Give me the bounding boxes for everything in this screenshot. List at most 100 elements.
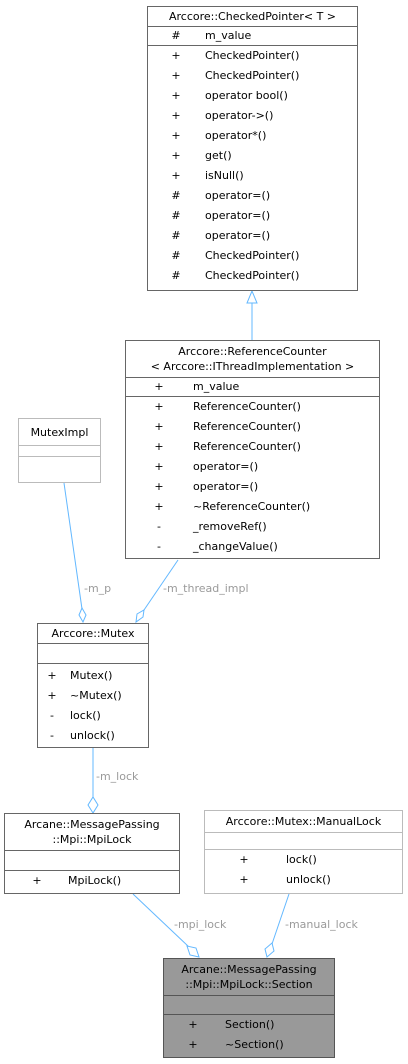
visibility-marker: + <box>239 853 249 866</box>
member-row[interactable]: +get() <box>148 146 357 166</box>
member-name: operator=() <box>193 480 259 493</box>
member-row[interactable]: +~Mutex() <box>38 686 148 706</box>
member-row[interactable]: +CheckedPointer() <box>148 66 357 86</box>
member-row[interactable]: + Mutex() <box>38 666 148 686</box>
member-row[interactable]: #operator=() <box>148 206 357 226</box>
edge-label-m-p: -m_p <box>84 582 112 595</box>
member-row[interactable]: #operator=() <box>148 226 357 246</box>
member-row[interactable]: + ReferenceCounter() <box>126 417 379 437</box>
member-name: ReferenceCounter() <box>193 420 301 433</box>
visibility-marker: + <box>171 129 181 142</box>
member-row[interactable]: +CheckedPointer() <box>148 46 357 66</box>
class-title: Arccore::ReferenceCounter < Arccore::ITh… <box>150 345 355 373</box>
visibility-marker: + <box>154 400 164 413</box>
member-row[interactable]: + ReferenceCounter() <box>126 437 379 457</box>
class-reference-counter[interactable]: Arccore::ReferenceCounter < Arccore::ITh… <box>125 340 380 559</box>
member-row[interactable]: + lock() <box>205 850 402 870</box>
member-row[interactable]: # CheckedPointer() <box>148 246 357 266</box>
member-row[interactable]: +ReferenceCounter() <box>126 397 379 417</box>
member-name: _removeRef() <box>193 520 267 533</box>
class-checked-pointer[interactable]: Arccore::CheckedPointer< T > #m_value +C… <box>147 6 358 291</box>
member-row[interactable]: #m_value <box>148 27 357 45</box>
edge-manual-lock <box>271 893 290 945</box>
member-row[interactable]: - unlock() <box>38 726 148 746</box>
member-name: m_value <box>193 380 240 393</box>
member-row[interactable]: #operator=() <box>148 186 357 206</box>
class-mpi-lock[interactable]: Arcane::MessagePassing ::Mpi::MpiLock +M… <box>4 813 180 894</box>
class-section[interactable]: Arcane::MessagePassing ::Mpi::MpiLock::S… <box>163 958 335 1058</box>
edge-label-m-lock: -m_lock <box>96 770 139 783</box>
member-name: get() <box>205 149 232 162</box>
member-row[interactable]: +operator=() <box>126 457 379 477</box>
diamond-m-lock <box>87 796 99 814</box>
member-name: ~ReferenceCounter() <box>193 500 311 513</box>
class-manual-lock[interactable]: Arccore::Mutex::ManualLock +lock()+unloc… <box>204 810 403 894</box>
member-name: operator=() <box>205 189 271 202</box>
member-row[interactable]: +unlock() <box>205 870 402 890</box>
class-mutex-impl[interactable]: MutexImpl <box>18 418 101 483</box>
visibility-marker: + <box>171 69 181 82</box>
edge-label-manual-lock: -manual_lock <box>285 918 358 931</box>
visibility-marker: + <box>154 500 164 513</box>
member-name: CheckedPointer() <box>205 49 300 62</box>
member-row[interactable]: + operator->() <box>148 106 357 126</box>
member-name: Mutex() <box>70 669 113 682</box>
visibility-marker: + <box>154 420 164 433</box>
visibility-marker: + <box>47 669 57 682</box>
attributes-section <box>19 445 100 456</box>
member-row[interactable]: +MpiLock() <box>5 871 179 891</box>
visibility-marker: # <box>171 249 181 262</box>
member-row[interactable]: #CheckedPointer() <box>148 266 357 286</box>
member-name: ~Mutex() <box>70 689 122 702</box>
attributes-section: #m_value <box>148 26 357 45</box>
visibility-marker: - <box>157 520 161 533</box>
class-title: Arcane::MessagePassing ::Mpi::MpiLock <box>24 818 160 846</box>
member-name: lock() <box>286 853 317 866</box>
visibility-marker: - <box>50 729 54 742</box>
member-row[interactable]: - _removeRef() <box>126 517 379 537</box>
class-title: MutexImpl <box>30 426 89 439</box>
member-name: lock() <box>70 709 101 722</box>
methods-section: + lock() +unlock() <box>205 849 402 890</box>
visibility-marker: + <box>188 1018 198 1031</box>
member-row[interactable]: - _changeValue() <box>126 537 379 557</box>
visibility-marker: + <box>154 380 164 393</box>
visibility-marker: + <box>188 1038 198 1051</box>
member-row[interactable]: + m_value <box>126 378 379 396</box>
visibility-marker: # <box>171 209 181 222</box>
methods-section: +MpiLock() <box>5 870 179 891</box>
edge-m-p <box>63 482 83 610</box>
member-row[interactable]: + ~ReferenceCounter() <box>126 497 379 517</box>
attributes-section: + m_value <box>126 377 379 396</box>
class-title: Arcane::MessagePassing ::Mpi::MpiLock::S… <box>181 963 317 991</box>
member-name: operator=() <box>205 229 271 242</box>
member-row[interactable]: +operator*() <box>148 126 357 146</box>
methods-section: +CheckedPointer()+CheckedPointer()+opera… <box>148 45 357 286</box>
member-row[interactable]: +operator bool() <box>148 86 357 106</box>
member-row[interactable]: +isNull() <box>148 166 357 186</box>
visibility-marker: + <box>154 460 164 473</box>
member-row[interactable]: -lock() <box>38 706 148 726</box>
member-name: CheckedPointer() <box>205 249 300 262</box>
edge-mpi-lock <box>132 893 190 948</box>
attributes-section <box>38 643 148 663</box>
member-row[interactable]: +operator=() <box>126 477 379 497</box>
member-name: ReferenceCounter() <box>193 440 301 453</box>
visibility-marker: + <box>154 440 164 453</box>
inheritance-arrowhead <box>246 289 258 304</box>
member-name: unlock() <box>70 729 115 742</box>
member-name: operator->() <box>205 109 274 122</box>
visibility-marker: # <box>171 29 181 42</box>
methods-section: +Section()+~Section() <box>164 1014 334 1055</box>
member-row[interactable]: +~Section() <box>164 1035 334 1055</box>
member-name: unlock() <box>286 873 331 886</box>
visibility-marker: + <box>171 109 181 122</box>
class-mutex[interactable]: Arccore::Mutex +Mutex()+~Mutex()-lock()-… <box>37 623 149 748</box>
edge-m-thread-impl <box>143 559 179 611</box>
visibility-marker: - <box>157 540 161 553</box>
member-name: _changeValue() <box>193 540 278 553</box>
member-row[interactable]: +Section() <box>164 1015 334 1035</box>
edge-label-mpi-lock: -mpi_lock <box>174 918 227 931</box>
class-title: Arccore::Mutex <box>51 627 135 640</box>
